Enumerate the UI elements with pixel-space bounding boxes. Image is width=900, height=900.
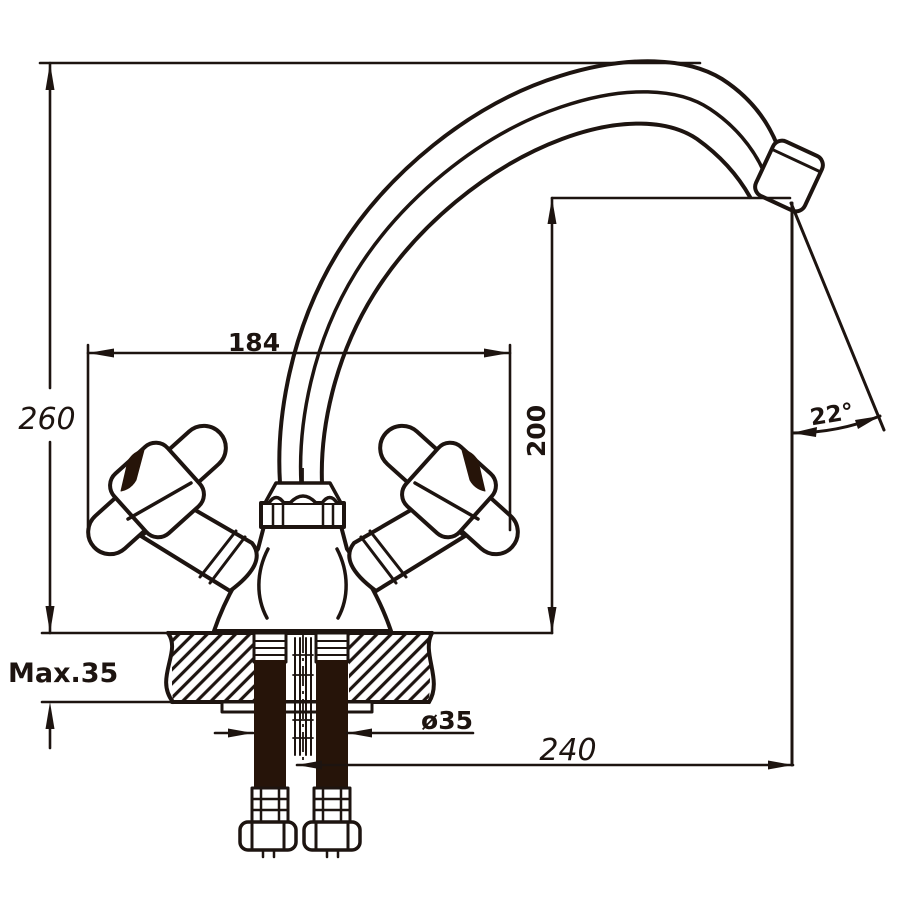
nozzle-angle-line — [789, 201, 886, 432]
dim-label-spout-height: 200 — [522, 405, 551, 457]
hose-body-right — [316, 660, 348, 790]
arrow-hole-left — [228, 728, 253, 738]
arrow-240-right — [768, 760, 793, 770]
handle-left-hub-line — [126, 481, 193, 521]
arrow-hole-right — [347, 728, 372, 738]
handle-left-collar-2 — [208, 535, 247, 585]
handle-left-collar-1 — [198, 529, 238, 579]
handle-right-cap-accent — [461, 449, 486, 492]
arrow-240-left — [297, 760, 322, 770]
handle-left-cap-accent — [120, 449, 145, 492]
collar-scallop-right — [320, 495, 339, 505]
mounting-washer — [220, 700, 374, 714]
counter-hatch-left — [172, 634, 255, 701]
spout-inner-edge — [319, 121, 752, 485]
handle-right — [347, 423, 520, 593]
arrow-200-bottom — [547, 607, 557, 633]
arrow-260-top — [45, 63, 55, 90]
supply-hose-left — [238, 631, 298, 859]
dimension-lines — [38, 61, 886, 767]
dimension-labels: 260 184 200 22° Max.35 ø35 240 — [8, 328, 855, 768]
counter-break-edge-left — [164, 631, 175, 704]
body-contour-left — [257, 547, 270, 620]
arrow-260-bottom — [45, 606, 55, 633]
spout-nozzle — [753, 138, 825, 214]
dim-label-overall-height: 260 — [18, 402, 75, 437]
dim-label-spout-reach: 240 — [539, 733, 596, 768]
arrow-184-right — [484, 348, 510, 358]
arrow-angle-right — [855, 416, 880, 429]
dim-label-max-counter: Max.35 — [8, 658, 118, 689]
arrow-184-left — [88, 348, 114, 358]
dimension-arrows — [45, 63, 880, 770]
handle-right-collar-2 — [359, 535, 398, 585]
aerator-body — [753, 138, 825, 214]
dim-label-hole-diameter: ø35 — [421, 706, 473, 735]
counter-hatch-right — [349, 634, 430, 701]
aerator-joint-line — [770, 147, 823, 174]
handle-left — [86, 423, 259, 593]
hose-union-nut-left — [238, 820, 298, 852]
handle-right-collar-1 — [368, 529, 408, 579]
dim-label-handle-width: 184 — [228, 328, 280, 357]
handle-right-hub-line — [413, 481, 480, 521]
spout-outer-edge — [277, 59, 780, 485]
counter-break-edge-right — [426, 631, 436, 704]
hose-body-left — [254, 660, 286, 790]
hose-union-nut-right — [302, 820, 362, 852]
collar-scallop-center — [288, 494, 318, 505]
arrow-200-top — [547, 198, 557, 224]
arrow-max35-bottom — [45, 702, 55, 729]
body-contour-right — [335, 547, 348, 620]
hose-connector-right — [312, 786, 352, 824]
hose-connector-left — [250, 786, 290, 824]
spout-base — [259, 481, 346, 529]
collar-scallop-left — [267, 495, 286, 505]
arrow-angle-left — [792, 427, 817, 437]
